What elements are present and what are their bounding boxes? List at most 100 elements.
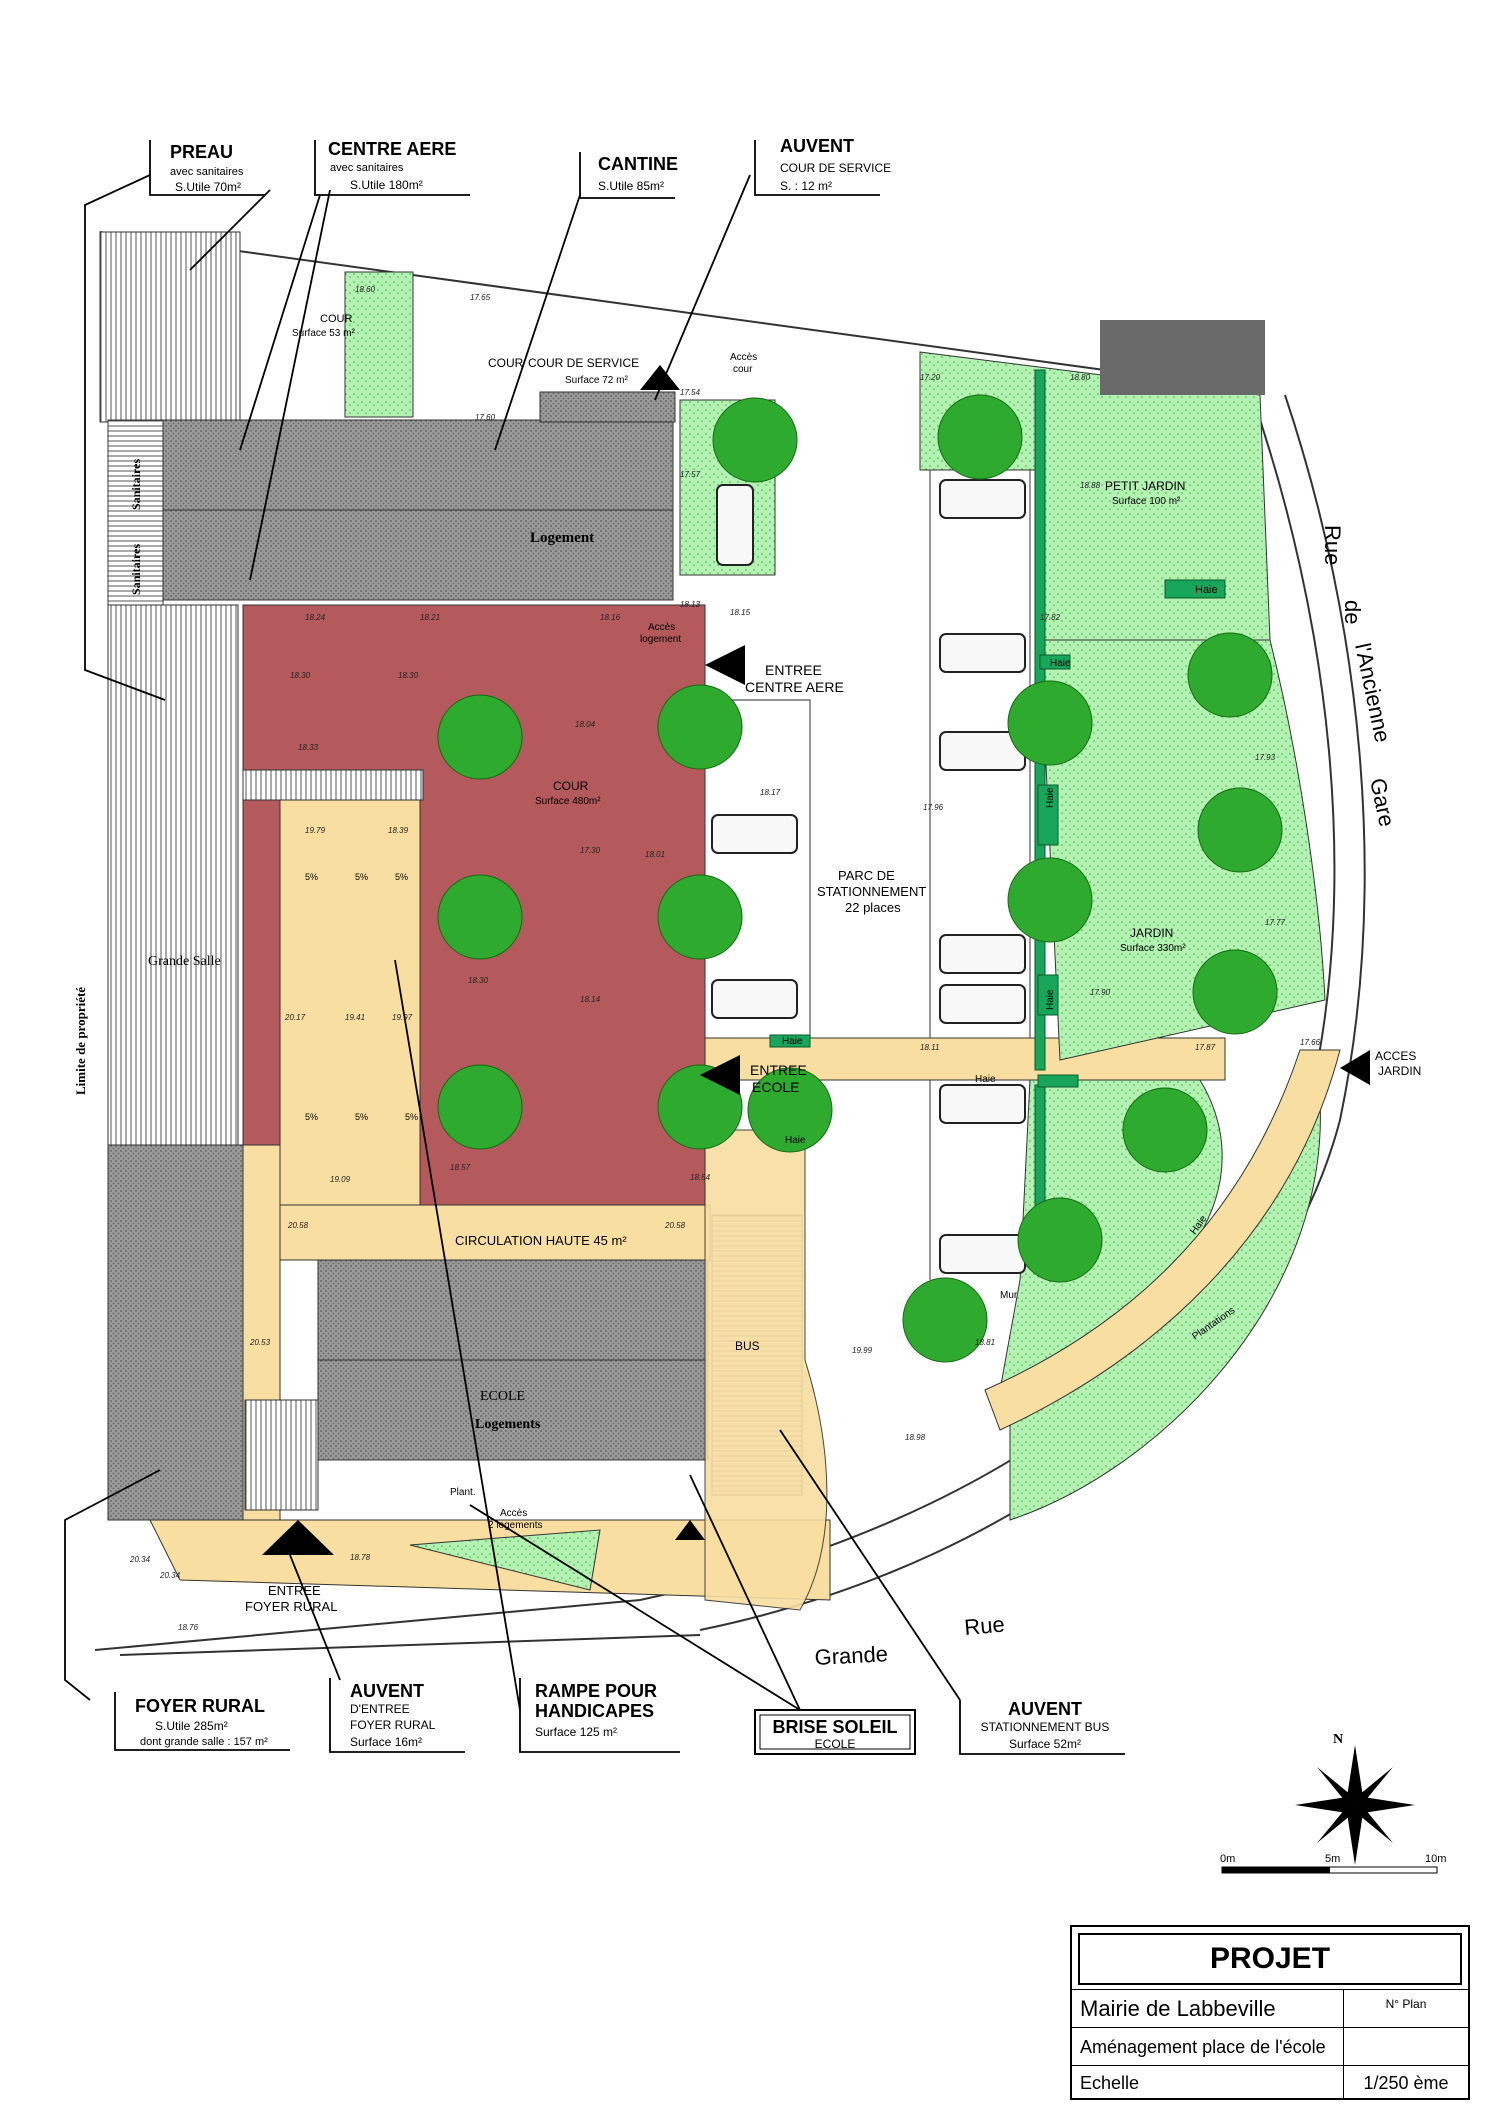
scale-t1: 5m [1325,1853,1340,1865]
cour-service-title: COUR [488,356,524,370]
parc-l3: 22 places [845,900,901,915]
elevation-label: 17.30 [580,846,601,855]
slope-label-5: 5% [355,1112,368,1122]
auvent-entree-title: AUVENT [350,1681,424,1701]
slope-label-3: 5% [395,872,408,882]
ecole-roof-2 [317,1359,709,1461]
foyer-rural-sub1: S.Utile 285m² [155,1719,228,1733]
cantine-title: CANTINE [598,154,678,174]
cour-service-surface: Surface 72 m² [565,375,628,386]
callout-cantine: CANTINE S.Utile 85m² [579,152,678,199]
cartouche-row-client: Mairie de Labbeville N° Plan [1072,1989,1468,2027]
centre-aere-roof [162,419,674,511]
northeast-block [1100,320,1265,395]
cantine-sub1: S.Utile 85m² [598,179,664,193]
cartouche-client: Mairie de Labbeville [1080,1996,1276,2021]
elevation-label: 17.20 [920,373,941,382]
elevation-label: 19.09 [330,1175,351,1184]
cour-service-title2: COUR DE SERVICE [528,356,639,370]
centre-aere-sub1: avec sanitaires [330,162,404,174]
callout-foyer-rural: FOYER RURAL S.Utile 285m² dont grande sa… [114,1692,290,1751]
rampe-title1: RAMPE POUR [535,1681,657,1701]
elevation-label: 18.01 [645,850,665,859]
parc-l1: PARC DE [838,868,895,883]
ramp-jardin [984,1049,1341,1431]
jardin-title: JARDIN [1130,926,1173,940]
elevation-label: 18.13 [680,600,701,609]
limite-label: Limite de propriété [73,987,88,1095]
elevation-label: 18.80 [1070,373,1091,382]
auvent-bus-sub1: STATIONNEMENT BUS [981,1720,1110,1734]
slope-label-1: 5% [305,872,318,882]
cartouche-project: Aménagement place de l'école [1080,2037,1326,2057]
elevation-label: 18.76 [178,1623,199,1632]
elevation-label: 17.57 [680,470,701,479]
north-arrow: N [1295,1732,1415,1865]
haie-label-4: Haie [1045,989,1056,1010]
ramp-stairs [242,769,424,801]
trees [437,394,1283,1363]
cartouche-title: PROJET [1078,1933,1462,1985]
acces-logements-l1: Accès [500,1508,527,1519]
cour-small-title: COUR [320,313,352,325]
callout-brise-soleil: BRISE SOLEIL ECOLE [754,1709,916,1755]
entree-ecole-l1: ENTREE [750,1062,807,1078]
circulation-label: CIRCULATION HAUTE 45 m² [455,1233,627,1248]
cartouche-plan-no-cell [1343,2028,1468,2065]
street2-w1: Grande [814,1641,889,1670]
street1-w4: Gare [1365,776,1400,829]
preau-sub1: avec sanitaires [170,166,244,178]
auvent-entree-sub3: Surface 16m² [350,1735,422,1749]
brise-soleil-left [244,1399,319,1511]
plan-labels: COUR Surface 53 m² COUR COUR DE SERVICE … [73,313,1421,1614]
entree-ecole-l2: ECOLE [752,1079,799,1095]
elevation-label: 20.58 [664,1221,686,1230]
elevation-label: 18.04 [575,720,596,729]
ramp-area [279,799,421,1206]
grande-salle-label: Grande Salle [148,954,221,969]
elevation-label: 17.93 [1255,753,1276,762]
callout-auvent-entree: AUVENT D'ENTREE FOYER RURAL Surface 16m² [329,1678,465,1753]
petit-jardin-surface: Surface 100 m² [1112,496,1181,507]
elevation-label: 18.14 [580,995,601,1004]
elevation-label: 18.88 [1080,481,1101,490]
foyer-rural-sub2: dont grande salle : 157 m² [140,1736,268,1748]
centre-aere-title: CENTRE AERE [328,139,456,159]
entree-centre-l2: CENTRE AERE [745,679,844,695]
scale-t2: 10m [1425,1853,1446,1865]
centre-aere-sub2: S.Utile 180m² [350,178,423,192]
elevation-label: 18.98 [905,1433,926,1442]
haie-label-2: Haie [1050,658,1071,669]
sanitaires-label-1: Sanitaires [129,459,143,510]
cour-service-roof [539,391,676,423]
elevation-label: 19.79 [305,826,326,835]
elevation-label: 18.81 [975,1338,995,1347]
cantine-roof [162,509,674,601]
elevation-label: 18.30 [398,671,419,680]
entree-foyer-l2: FOYER RURAL [245,1599,337,1614]
callout-preau: PREAU avec sanitaires S.Utile 70m² [149,140,265,196]
brise-soleil-title: BRISE SOLEIL [772,1717,897,1737]
elevation-label: 17.96 [923,803,944,812]
auvent-entree-sub2: FOYER RURAL [350,1718,436,1732]
acces-jardin-l1: ACCES [1375,1049,1416,1063]
callout-auvent-cour: AUVENT COUR DE SERVICE S. : 12 m² [754,136,891,196]
acces-cour-l2: cour [733,364,753,375]
cour-main-title: COUR [553,779,589,793]
slope-label-4: 5% [305,1112,318,1122]
title-block: PROJET Mairie de Labbeville N° Plan Amén… [1070,1925,1470,2100]
street2-w2: Rue [963,1612,1005,1640]
logement-label: Logement [530,530,594,546]
garden-south-front [409,1529,601,1591]
elevation-label: 18.11 [920,1043,939,1052]
acces-logements-l2: 2 logements [488,1520,542,1531]
foyer-rural-title: FOYER RURAL [135,1696,265,1716]
elevation-label: 18.54 [690,1173,711,1182]
jardin-surface: Surface 330m² [1120,943,1186,954]
haie-label-7: Haie [785,1135,806,1146]
callout-rampe: RAMPE POUR HANDICAPES Surface 125 m² [519,1678,680,1753]
north-label: N [1333,1732,1343,1747]
ecole-label: ECOLE [480,1389,525,1404]
parc-l2: STATIONNEMENT [817,884,926,899]
parked-cars [711,479,1026,1274]
